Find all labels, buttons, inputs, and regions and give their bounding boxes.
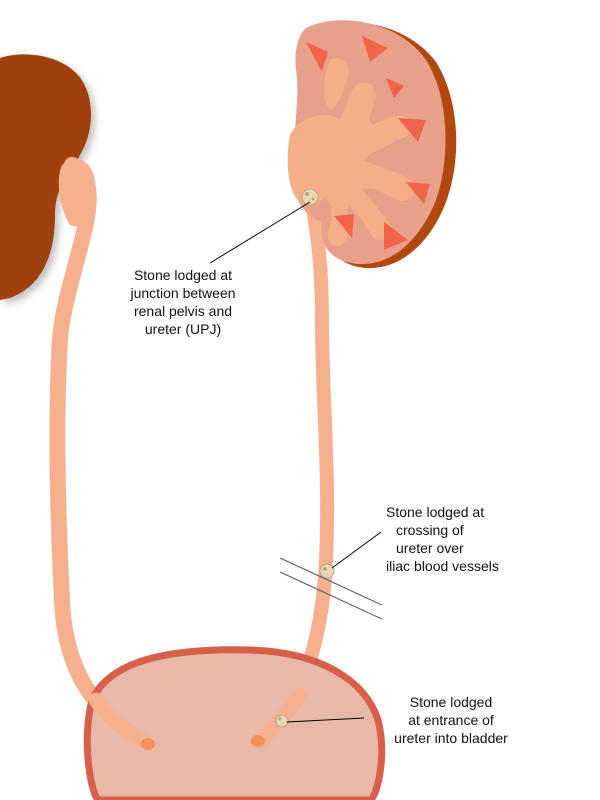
label-bladder-stone: Stone lodged at entrance of ureter into …: [376, 693, 526, 747]
label-bladder-line: at entrance of: [408, 712, 494, 728]
label-iliac-line: iliac blood vessels: [386, 558, 499, 574]
renal-pelvis: [287, 58, 415, 246]
pointer-bladder: [286, 717, 365, 723]
left-kidney: [0, 54, 92, 300]
label-iliac-line: crossing of: [396, 522, 464, 538]
bladder: [83, 646, 386, 800]
iliac-vessel-line-lower: [279, 571, 383, 620]
iliac-vessel-line-upper: [279, 557, 383, 606]
left-ureter-intramural: [88, 692, 153, 750]
label-upj-line: renal pelvis and: [133, 303, 233, 319]
left-renal-pelvis: [58, 159, 96, 227]
right-ureter-orifice: [251, 735, 265, 747]
label-bladder-line: Stone lodged: [409, 694, 493, 710]
left-ureter-orifice: [141, 738, 155, 750]
label-upj-stone: Stone lodged at junction between renal p…: [108, 266, 258, 338]
label-bladder-line: ureter into bladder: [394, 730, 508, 746]
left-ureter: [49, 157, 156, 750]
label-upj-line: junction between: [130, 285, 236, 301]
label-iliac-line: Stone lodged at: [386, 504, 485, 520]
stone-upj: [301, 188, 319, 206]
stone-iliac: [319, 563, 335, 579]
label-upj-line: Stone lodged at: [133, 267, 233, 283]
stone-bladder-entrance: [275, 714, 289, 728]
label-iliac-stone: Stone lodged at crossing of ureter over …: [386, 503, 536, 575]
pointer-iliac: [331, 531, 382, 569]
kidney-calyces: [306, 36, 430, 250]
label-iliac-line: ureter over: [396, 540, 464, 556]
label-upj-line: ureter (UPJ): [144, 321, 222, 337]
pointer-upj: [209, 201, 311, 264]
